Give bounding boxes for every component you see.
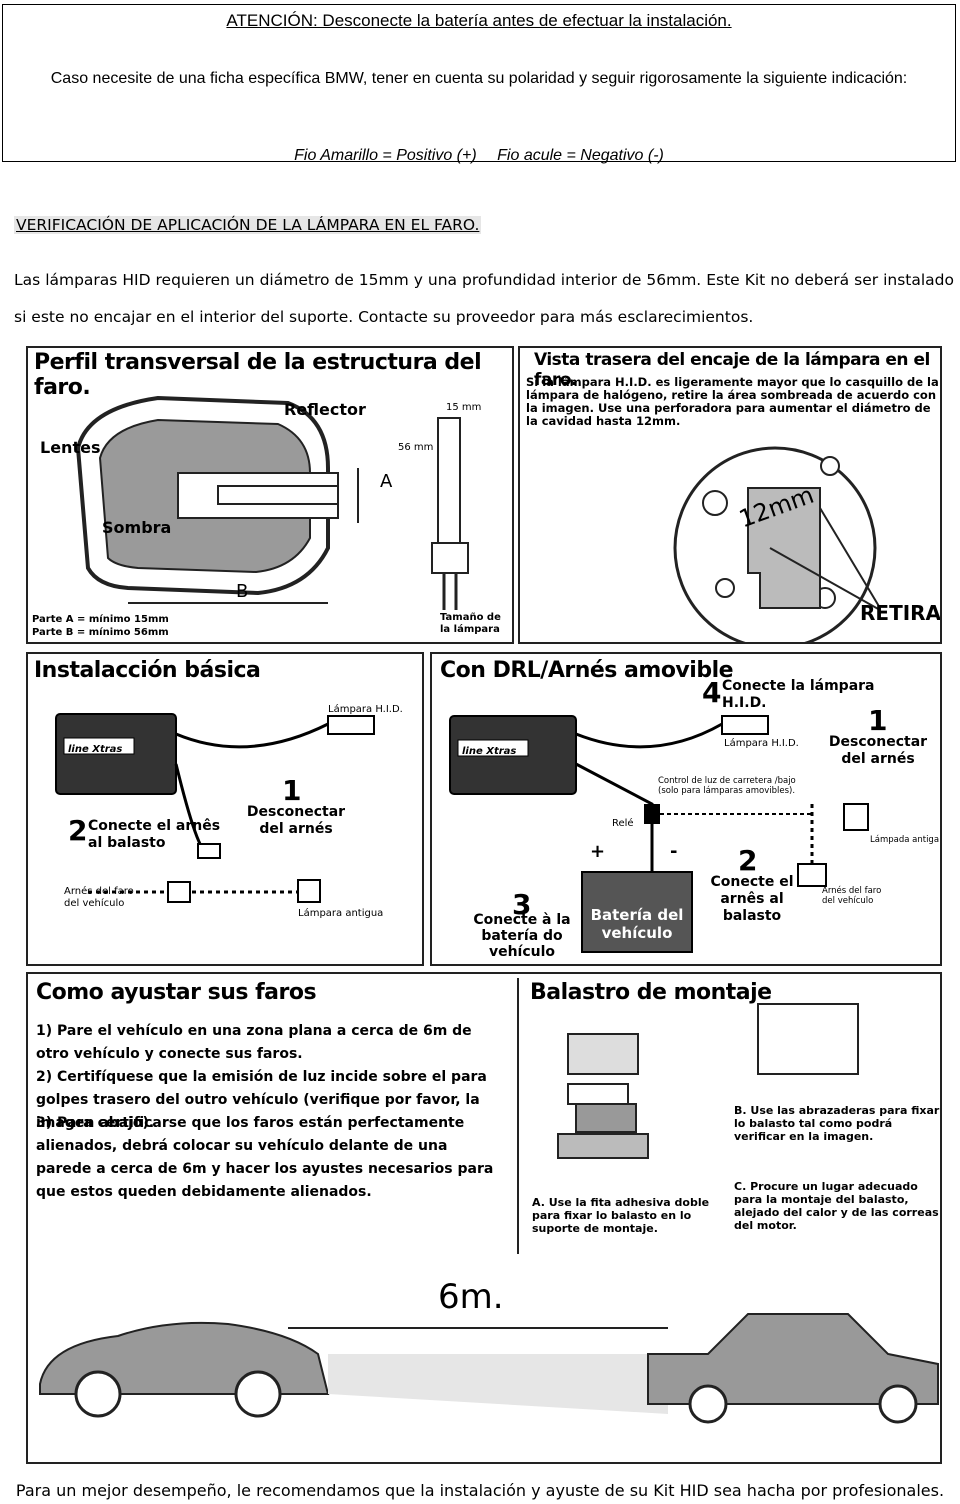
adjust-title: Como ayustar sus faros [36, 980, 317, 1005]
drl-step1-label: Desconectar del arnés [828, 734, 928, 767]
drl-hid-lamp-label: Lámpara H.I.D. [724, 738, 799, 749]
adjust-panel: Como ayustar sus faros 1) Pare el vehícu… [26, 972, 942, 1464]
part-a-label: Parte A = mínimo 15mm [32, 614, 169, 625]
basic-step1-number: 1 [282, 774, 302, 807]
drl-step4-number: 4 [702, 676, 722, 709]
drl-minus-label: - [670, 841, 678, 862]
rear-view-panel: Vista trasera del encaje de la lámpara e… [518, 346, 942, 644]
adjust-step2: 2) Certifíquese que la emisión de luz in… [36, 1069, 487, 1131]
basic-step2-label: Conecte el arnês al balasto [88, 818, 221, 851]
dim-b-label: B [236, 581, 249, 602]
lentes-label: Lentes [40, 438, 101, 457]
warning-title: ATENCIÓN: Desconecte la batería antes de… [226, 11, 732, 30]
drl-control-label: Control de luz de carretera /bajo (solo … [658, 776, 796, 796]
drl-step3-label: Conecte à la batería do vehículo [473, 912, 571, 960]
drl-step4-label: Conecte la lámpara H.I.D. [722, 678, 875, 711]
basic-harness-label: Arnés del faro del vehículo [64, 886, 134, 909]
drl-step2-label: Conecte el arnês al balasto [710, 874, 794, 924]
ballast-and-cars-drawing [39, 978, 939, 1424]
verification-title: VERIFICACIÓN DE APLICACIÓN DE LA LÁMPARA… [14, 216, 482, 234]
basic-install-title: Instalacción básica [34, 658, 261, 683]
rear-view-text: Si la lámpara H.I.D. es ligeramente mayo… [526, 375, 939, 428]
drl-step3-number: 3 [512, 888, 532, 921]
reflector-label: Reflector [284, 400, 366, 419]
sombra-label: Sombra [102, 518, 172, 537]
drl-relay-label: Relé [612, 818, 634, 829]
basic-install-panel: Instalacción básica line Xtras Lámpara H… [26, 652, 424, 966]
dim-56mm-label: 56 mm [398, 442, 434, 453]
drl-harness-label: Arnés del faro del vehículo [822, 886, 882, 906]
retirar-label: RETIRAR [860, 601, 942, 625]
rear-view-title: Vista trasera del encaje de la lámpara e… [534, 350, 930, 390]
polarity-negative: Fio acule = Negativo (-) [497, 147, 664, 164]
warning-body: Caso necesite de una ficha específica BM… [50, 70, 908, 87]
warning-box: ATENCIÓN: Desconecte la batería antes de… [2, 4, 956, 165]
drl-brand-label: line Xtras [462, 746, 517, 757]
dim-15mm-label: 15 mm [446, 402, 482, 413]
ballast-title: Balastro de montaje [530, 980, 772, 1005]
adjust-step1: 1) Pare el vehículo en una zona plana a … [36, 1023, 472, 1062]
basic-old-lamp-label: Lámpara antigua [298, 908, 384, 919]
ballast-step-a: A. Use la fita adhesiva doble para fixar… [532, 1196, 710, 1235]
basic-brand-label: line Xtras [68, 744, 123, 755]
drl-old-lamp-label: Lámpada antiga [870, 835, 940, 845]
drl-battery-label: Batería del vehículo [590, 906, 684, 942]
adjust-step3: 3) Para certificarse que los faros están… [36, 1115, 494, 1200]
polarity-line: Fio Amarillo = Positivo (+) Fio acule = … [3, 147, 955, 165]
basic-wiring-drawing [55, 713, 375, 903]
drl-plus-label: + [590, 841, 606, 862]
lamp-size-label: Tamaño de la lámpara [440, 612, 501, 635]
lamp-socket-drawing [673, 446, 881, 642]
profile-title: Perfil transversal de la estructura del … [34, 350, 482, 400]
drl-wiring-drawing [449, 715, 869, 953]
basic-step2-number: 2 [68, 814, 88, 847]
profile-panel: Perfil transversal de la estructura del … [26, 346, 514, 644]
drl-step1-number: 1 [868, 704, 888, 737]
polarity-positive: Fio Amarillo = Positivo (+) [294, 147, 477, 164]
dim-a-label: A [380, 471, 393, 492]
ballast-step-b: B. Use las abrazaderas para fixar lo bal… [734, 1104, 940, 1143]
verification-body: Las lámparas HID requieren un diámetro d… [14, 271, 954, 326]
drl-title: Con DRL/Arnés amovible [440, 658, 734, 683]
footer-note: Para un mejor desempeño, le recomendamos… [15, 1481, 945, 1500]
ballast-step-c: C. Procure un lugar adecuado para la mon… [734, 1180, 939, 1232]
distance-label: 6m. [438, 1277, 504, 1317]
basic-hid-lamp-label: Lámpara H.I.D. [328, 704, 403, 715]
drl-panel: Con DRL/Arnés amovible line Xtras 4 Cone… [430, 652, 942, 966]
drl-step2-number: 2 [738, 844, 758, 877]
headlight-profile-drawing [75, 395, 469, 610]
part-b-label: Parte B = mínimo 56mm [32, 627, 169, 638]
basic-step1-label: Desconectar del arnés [246, 804, 346, 837]
